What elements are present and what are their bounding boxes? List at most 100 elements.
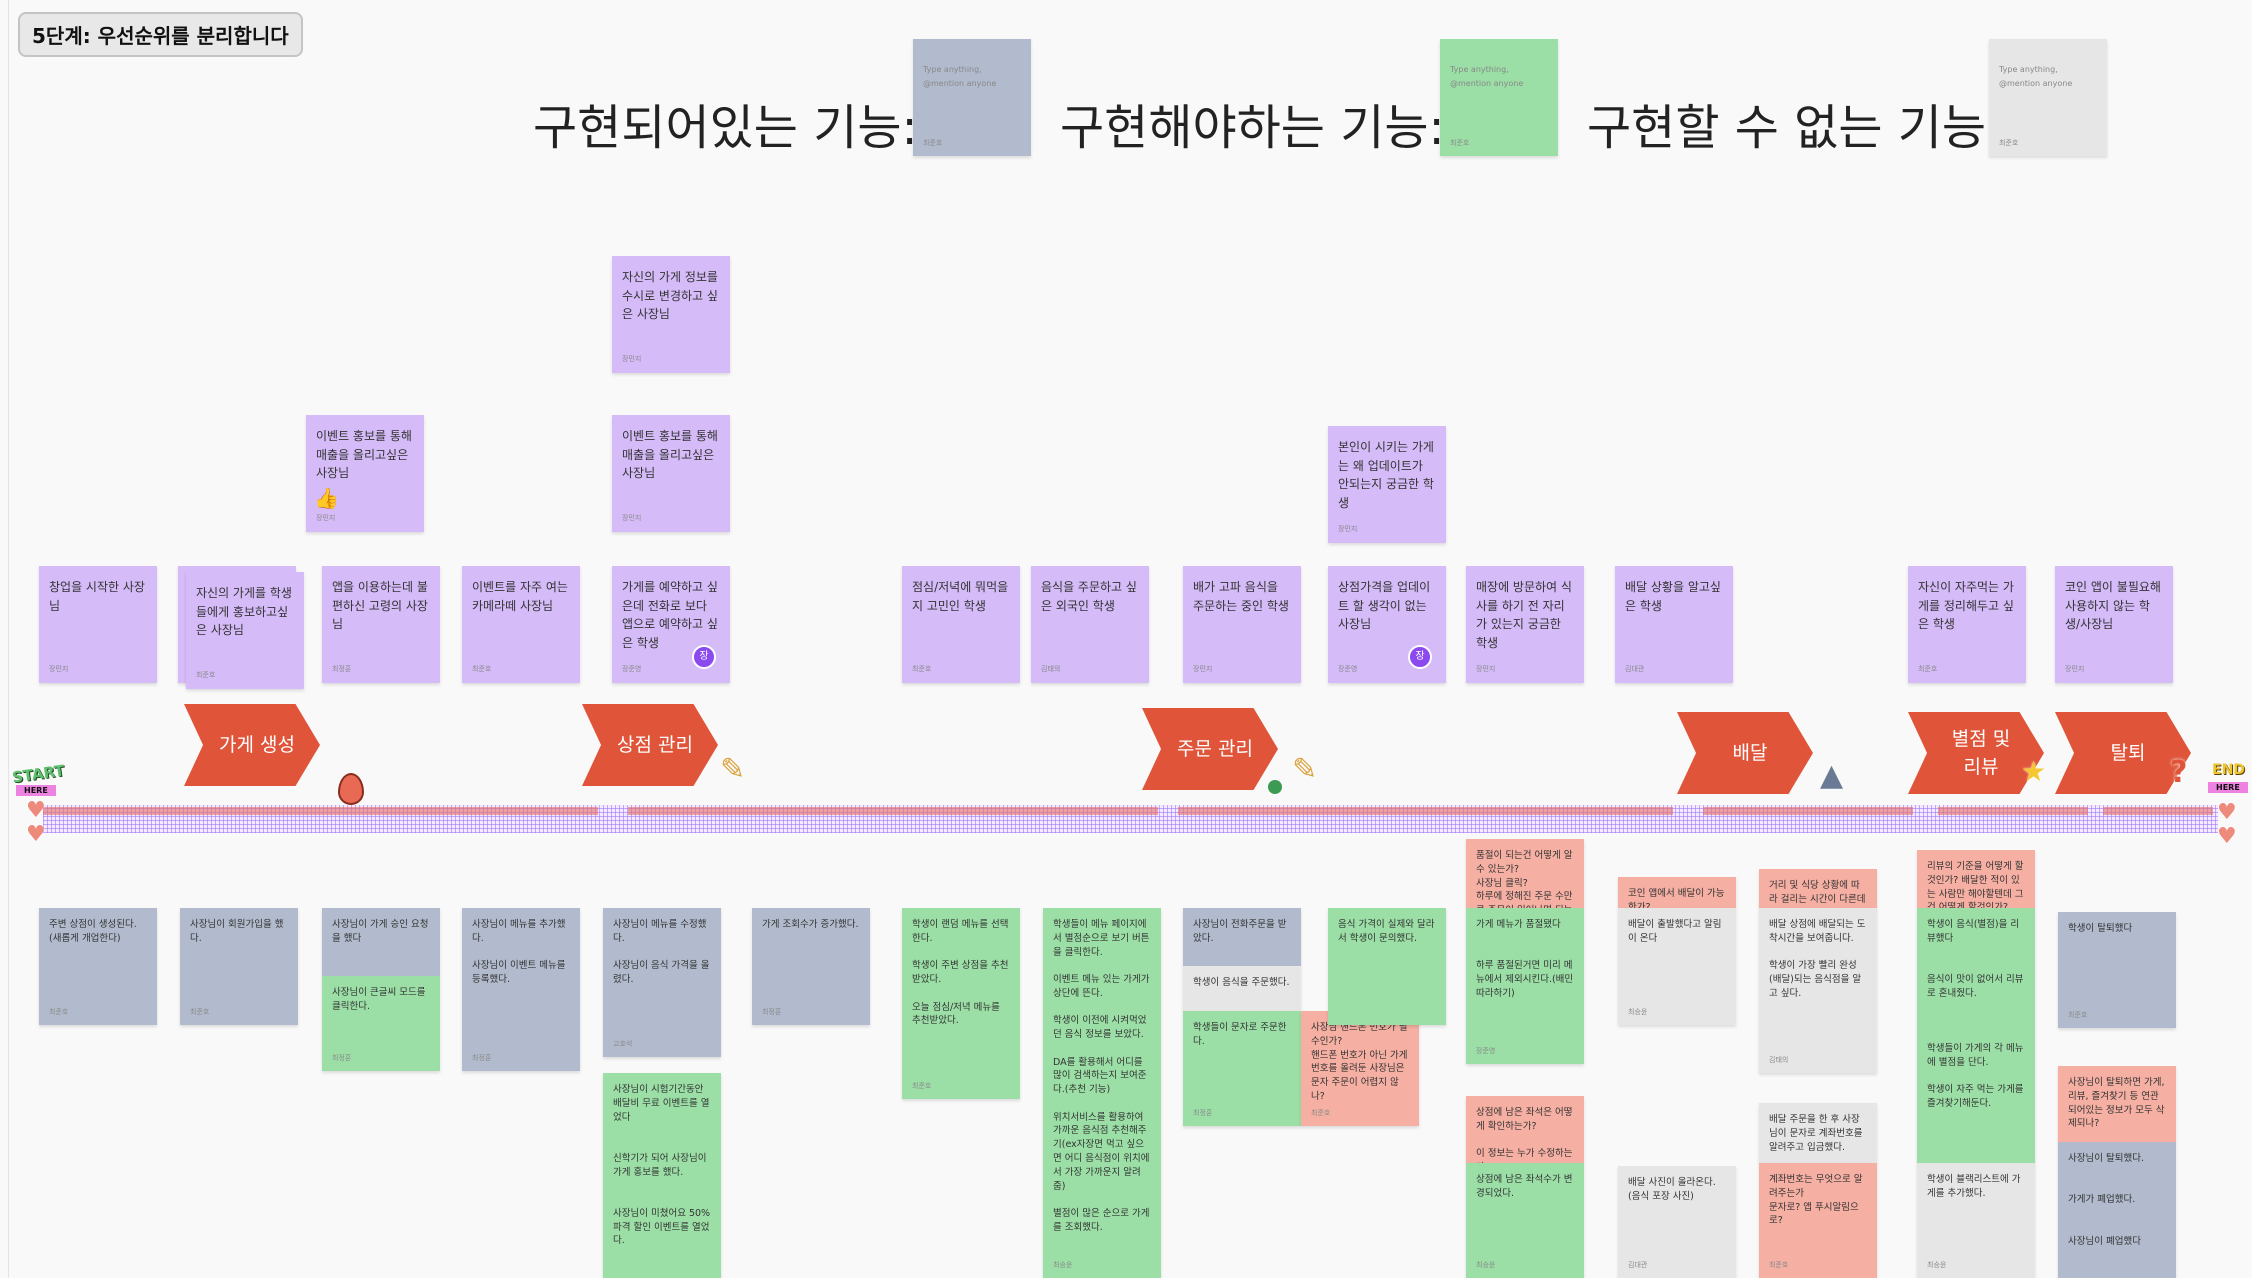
event-note-green[interactable]: 학생들이 메뉴 페이지에서 별점순으로 보기 버튼을 클릭한다. 이벤트 메뉴 … <box>1043 908 1161 1278</box>
user-avatar[interactable]: 장 <box>692 645 716 669</box>
step-title-badge[interactable]: 5단계: 우선순위를 분리합니다 <box>18 12 303 57</box>
note-author: 최정훈 <box>332 665 352 674</box>
note-text: 사장님이 가게 승인 요청을 했다 <box>332 919 429 944</box>
note-author: 최승윤 <box>1628 1007 1648 1016</box>
note-text: 계좌번호는 무엇으로 알려주는가 문자로? 앱 푸시알림으로? <box>1769 1174 1863 1227</box>
event-note-pink[interactable]: 상점에 남은 좌석은 어떻게 확인하는가? 이 정보는 누가 수정하는가? <box>1466 1096 1584 1163</box>
note-author: 최준호 <box>1450 138 1470 147</box>
note-text: 자신의 가게를 학생들에게 홍보하고싶은 사장님 <box>196 586 292 638</box>
note-text: 코인 앱에서 배달이 가능한가? <box>1628 888 1725 908</box>
event-note-light[interactable]: 배달 사진이 올라온다. (음식 포장 사진)김대관 <box>1618 1166 1736 1278</box>
event-note-green[interactable]: 사장님이 큰글씨 모드를 클릭한다. 최정훈 <box>322 976 440 1071</box>
note-text: 가게 메뉴가 품절됐다 하루 품절된거면 미리 메뉴에서 제외시킨다.(배민 따… <box>1476 919 1574 999</box>
note-text: 배달 상점에 배달되는 도착시간을 보여줍니다. 학생이 가장 빨리 완성(배달… <box>1769 919 1866 999</box>
note-text: 학생이 음식(별점)을 리뷰했다 음식이 맛이 없어서 리뷰로 혼내줬다. 학생… <box>1927 919 2024 1109</box>
event-note-pink[interactable]: 계좌번호는 무엇으로 알려주는가 문자로? 앱 푸시알림으로?최준호 <box>1759 1163 1877 1278</box>
note-author: 장민지 <box>1476 665 1496 674</box>
stage-order-management[interactable]: 주문 관리 <box>1142 708 1278 790</box>
event-note-gray[interactable]: 사장님이 메뉴를 수정했다. 사장님이 음식 가격을 올렸다.고호석 <box>603 908 721 1057</box>
note-text: 이벤트를 자주 여는 카메라떼 사장님 <box>472 580 568 613</box>
event-note-green[interactable]: 가게 메뉴가 품절됐다 하루 품절된거면 미리 메뉴에서 제외시킨다.(배민 따… <box>1466 908 1584 1064</box>
event-note-green[interactable]: 학생들이 문자로 주문한다.최정훈 <box>1183 1011 1301 1126</box>
end-here-ribbon: HERE <box>2208 782 2248 793</box>
event-note-light[interactable]: 학생이 음식을 주문했다. <box>1183 966 1301 1011</box>
event-note-gray[interactable]: 사장님이 가게 승인 요청을 했다 <box>322 908 440 976</box>
user-avatar[interactable]: 장 <box>1408 645 1432 669</box>
legend-heading-todo: 구현해야하는 기능: <box>1060 100 1445 156</box>
event-note-gray[interactable]: 사장님이 메뉴를 추가했다. 사장님이 이벤트 메뉴를 등록했다.최정훈 <box>462 908 580 1071</box>
event-note-pink[interactable]: 리뷰의 기준을 어떻게 할것인가? 배달한 적이 있는 사람만 해야할텐데 그건… <box>1917 850 2035 908</box>
stage-rating-review[interactable]: 별점 및 리뷰 <box>1908 712 2044 794</box>
event-note-pink[interactable]: 코인 앱에서 배달이 가능한가? <box>1618 877 1736 908</box>
note-author: 장민지 <box>2065 665 2085 674</box>
note-author: 최승윤 <box>1476 1260 1496 1269</box>
note-author: 최정훈 <box>762 1007 782 1016</box>
note-author: 장준영 <box>622 665 642 674</box>
note-author: 김태의 <box>1041 665 1061 674</box>
note-text: 학생이 블랙리스트에 가게를 추가했다. <box>1927 1174 2021 1199</box>
event-note-light[interactable]: 배달 주문을 한 후 사장님이 문자로 계좌번호를 알려주고 입금했다. <box>1759 1103 1877 1163</box>
event-note-gray[interactable]: 사장님이 회원가입을 했다.최준호 <box>180 908 298 1025</box>
event-note-green[interactable]: 학생이 랜덤 메뉴를 선택한다. 학생이 주변 상점을 추천 받았다. 오늘 점… <box>902 908 1020 1099</box>
event-note-light[interactable]: 배달 상점에 배달되는 도착시간을 보여줍니다. 학생이 가장 빨리 완성(배달… <box>1759 908 1877 1073</box>
event-note-pink[interactable]: 품절이 되는건 어떻게 알 수 있는가? 사장님 클릭? 하루에 정해진 주문 … <box>1466 839 1584 908</box>
event-note-light[interactable]: 학생이 블랙리스트에 가게를 추가했다.최승윤 <box>1917 1163 2035 1278</box>
note-author: 고호석 <box>613 1039 633 1048</box>
note-author: 최정훈 <box>332 1053 352 1062</box>
event-note-green[interactable]: 학생이 음식(별점)을 리뷰했다 음식이 맛이 없어서 리뷰로 혼내줬다. 학생… <box>1917 908 2035 1163</box>
note-text: 가게 조회수가 증가했다. <box>762 919 859 930</box>
legend-note-impossible[interactable]: Type anything, @mention anyone 최준호 <box>1989 39 2107 156</box>
note-placeholder: Type anything, @mention anyone <box>1999 64 2073 88</box>
timeline-stripe <box>1938 807 2088 815</box>
note-text: 자신이 자주먹는 가게를 정리해두고 싶은 학생 <box>1918 580 2014 632</box>
event-note-pink[interactable]: 사장님이 탈퇴하면 가게, 리뷰, 즐겨찾기 등 연관되어있는 정보가 모두 삭… <box>2058 1066 2176 1142</box>
event-note-green[interactable]: 상점에 남은 좌석수가 변경되었다.최승윤 <box>1466 1163 1584 1278</box>
timeline-stripe <box>2103 807 2213 815</box>
note-placeholder: Type anything, @mention anyone <box>923 64 997 88</box>
note-author: 장민지 <box>1193 665 1213 674</box>
stage-withdrawal[interactable]: 탈퇴 <box>2055 712 2191 794</box>
event-note-gray[interactable]: 가게 조회수가 증가했다. 최정훈 <box>752 908 870 1025</box>
note-text: 본인이 시키는 가게는 왜 업데이트가 안되는지 궁금한 학생 <box>1338 440 1434 510</box>
note-text: 상점에 남은 좌석은 어떻게 확인하는가? 이 정보는 누가 수정하는가? <box>1476 1107 1573 1163</box>
note-author: 장민지 <box>49 665 69 674</box>
note-text: 리뷰의 기준을 어떻게 할것인가? 배달한 적이 있는 사람만 해야할텐데 그건… <box>1927 861 2024 908</box>
stage-store-management[interactable]: 상점 관리 <box>582 704 718 786</box>
note-text: 학생이 탈퇴했다 <box>2068 923 2133 934</box>
legend-note-todo[interactable]: Type anything, @mention anyone 최준호 <box>1440 39 1558 156</box>
event-note-gray[interactable]: 사장님이 전화주문을 받았다. <box>1183 908 1301 966</box>
note-text: 사장님이 큰글씨 모드를 클릭한다. <box>332 987 426 1012</box>
event-note-pink[interactable]: 사장님 핸드폰 번호가 필수인가? 핸드폰 번호가 아닌 가게번호를 올려둔 사… <box>1301 1011 1419 1126</box>
green-dot-icon <box>1268 780 1282 794</box>
stage-store-creation[interactable]: 가게 생성 <box>184 704 320 786</box>
event-note-green[interactable]: 사장님이 시험기간동안 배달비 무료 이벤트를 열었다 신학기가 되어 사장님이… <box>603 1073 721 1278</box>
stage-delivery[interactable]: 배달 <box>1677 712 1813 794</box>
event-note-gray[interactable]: 주변 상점이 생성된다. (새롭게 개업한다)최준호 <box>39 908 157 1025</box>
legend-note-implemented[interactable]: Type anything, @mention anyone 최준호 <box>913 39 1031 156</box>
event-note-pink[interactable]: 거리 및 식당 상황에 따라 걸리는 시간이 다른데 그 기준은? <box>1759 869 1877 908</box>
event-note-gray[interactable]: 사장님이 탈퇴했다. 가게가 폐업했다. 사장님이 폐업했다 <box>2058 1142 2176 1278</box>
event-note-green[interactable]: 음식 가격이 실제와 달라서 학생이 문의했다. <box>1328 908 1446 1025</box>
note-text: 품절이 되는건 어떻게 알 수 있는가? 사장님 클릭? 하루에 정해진 주문 … <box>1476 850 1573 908</box>
note-text: 매장에 방문하여 식사를 하기 전 자리가 있는지 궁금한 학생 <box>1476 580 1572 650</box>
stage-label: 배달 <box>1732 741 1768 764</box>
